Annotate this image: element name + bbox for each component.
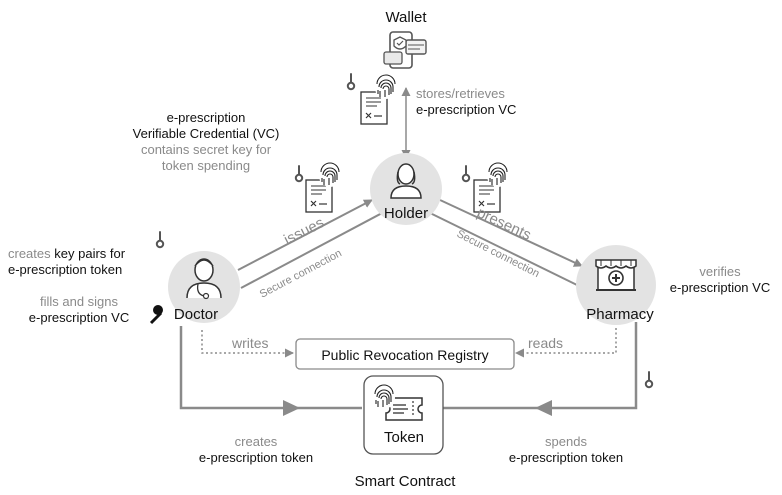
holder-label: Holder bbox=[384, 205, 428, 222]
contract-spends-line2: e-prescription token bbox=[509, 450, 623, 465]
key-icon bbox=[149, 305, 163, 325]
contract-creates-line2: e-prescription token bbox=[199, 450, 313, 465]
issues-label: issues bbox=[281, 214, 327, 248]
key-icon bbox=[456, 164, 476, 184]
issues-arrow bbox=[237, 199, 373, 271]
registry-box bbox=[295, 338, 515, 370]
key-icon bbox=[639, 370, 659, 390]
fingerprint-icon bbox=[486, 162, 510, 188]
registry-label: Public Revocation Registry bbox=[321, 347, 488, 363]
credential-line2: Verifiable Credential (VC) bbox=[133, 126, 280, 141]
doctor-fills: fills and signs bbox=[40, 294, 119, 309]
fingerprint-icon bbox=[374, 74, 398, 100]
writes-label: writes bbox=[231, 335, 269, 351]
doctor-to-token-arrowhead bbox=[283, 400, 300, 416]
pharmacy-to-token-arrowhead bbox=[535, 400, 552, 416]
key-icon bbox=[341, 72, 361, 92]
doctor-icon bbox=[186, 258, 222, 300]
token-label: Token bbox=[384, 429, 424, 446]
reads-label: reads bbox=[528, 335, 563, 351]
secure-connection-left-line bbox=[240, 211, 385, 289]
presents-arrow bbox=[439, 199, 583, 267]
wallet-action: stores/retrieves bbox=[416, 86, 505, 101]
fingerprint-icon bbox=[318, 162, 342, 188]
fingerprint-icon bbox=[372, 384, 396, 410]
wallet-object: e-prescription VC bbox=[416, 102, 516, 117]
credential-line1: e-prescription bbox=[167, 110, 246, 125]
smart-contract-title: Smart Contract bbox=[355, 473, 457, 490]
doctor-label: Doctor bbox=[174, 306, 218, 323]
doctor-to-token-line bbox=[179, 326, 362, 410]
pharmacy-icon bbox=[595, 259, 637, 291]
credential-note1: contains secret key for bbox=[141, 142, 272, 157]
pharmacy-label: Pharmacy bbox=[586, 306, 654, 323]
doctor-creates-line2: e-prescription token bbox=[8, 262, 122, 277]
doctor-fills-line2: e-prescription VC bbox=[29, 310, 129, 325]
contract-creates: creates bbox=[235, 434, 278, 449]
writes-arrow bbox=[201, 330, 294, 358]
wallet-icon bbox=[383, 31, 427, 69]
key-icon bbox=[289, 164, 309, 184]
pharmacy-to-token-line bbox=[443, 322, 638, 410]
key-icon bbox=[150, 230, 170, 250]
contract-spends: spends bbox=[545, 434, 587, 449]
pharmacy-verifies: verifies bbox=[699, 264, 741, 279]
wallet-title: Wallet bbox=[385, 9, 427, 26]
reads-arrow bbox=[515, 328, 617, 358]
person-icon bbox=[390, 163, 422, 199]
doctor-creates-prefix: creates key pairs for bbox=[8, 246, 126, 261]
credential-note2: token spending bbox=[162, 158, 250, 173]
pharmacy-verifies-line2: e-prescription VC bbox=[670, 280, 770, 295]
secure-connection-right-line bbox=[427, 211, 578, 286]
